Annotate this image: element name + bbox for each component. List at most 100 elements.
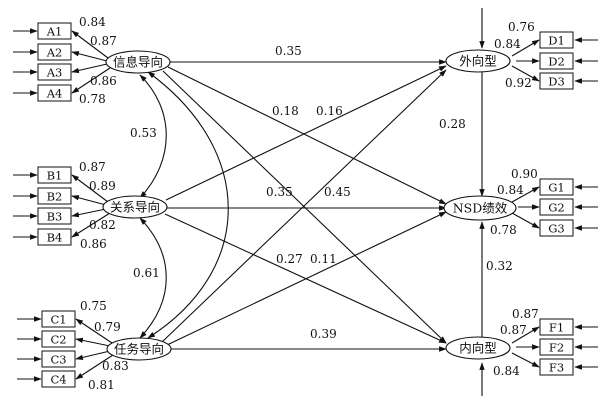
indicator-c2: C2 xyxy=(17,330,111,348)
path-internal-nsd-label: 0.32 xyxy=(486,259,513,273)
indicator-group-g: G1 G2 G3 xyxy=(511,178,598,237)
path-info-nsd-label: 0.18 xyxy=(272,104,299,118)
loading-c4: 0.81 xyxy=(88,378,115,392)
latent-info-label: 信息导向 xyxy=(113,55,163,70)
latent-internal-label: 内向型 xyxy=(459,341,497,356)
path-info-external-label: 0.35 xyxy=(275,44,302,58)
loading-b2: 0.89 xyxy=(89,179,116,193)
loading-d1: 0.76 xyxy=(508,20,535,34)
indicator-b2: B2 xyxy=(13,187,107,206)
loading-g1: 0.90 xyxy=(511,167,538,181)
indicator-d3: D3 xyxy=(511,65,598,90)
path-task-internal-label: 0.39 xyxy=(310,327,337,341)
latent-task-label: 任务导向 xyxy=(114,342,164,357)
loading-c3: 0.83 xyxy=(102,359,129,373)
indicator-g1-label: G1 xyxy=(548,181,565,195)
latent-nsd: NSD绩效 xyxy=(443,195,517,221)
loading-labels: 0.84 0.87 0.86 0.78 0.87 0.89 0.82 0.86 … xyxy=(79,15,539,392)
indicator-c3-label: C3 xyxy=(50,353,66,367)
indicator-d3-label: D3 xyxy=(548,75,565,89)
indicator-g3-label: G3 xyxy=(548,222,565,236)
indicator-group-f: F1 F2 F3 xyxy=(511,318,598,376)
latent-nsd-label: NSD绩效 xyxy=(453,201,508,216)
indicator-a1: A1 xyxy=(13,22,109,59)
indicator-group-b: B1 B2 B3 B4 xyxy=(13,166,111,246)
indicator-a3-label: A3 xyxy=(46,66,63,80)
loading-b4: 0.86 xyxy=(80,237,107,251)
indicator-a2: A2 xyxy=(13,43,108,62)
correlation-relation-task-label: 0.61 xyxy=(133,266,160,280)
indicator-c4-label: C4 xyxy=(50,373,66,387)
loading-b3: 0.82 xyxy=(89,218,116,232)
indicator-f1-label: F1 xyxy=(549,321,564,335)
loading-d2: 0.84 xyxy=(494,37,521,51)
loading-d3: 0.92 xyxy=(505,76,532,90)
indicator-b3: B3 xyxy=(13,207,107,225)
path-task-nsd-label: 0.11 xyxy=(310,252,337,266)
indicator-d2-label: D2 xyxy=(548,55,565,69)
loading-b1: 0.87 xyxy=(79,160,106,174)
indicator-a4-label: A4 xyxy=(46,87,63,101)
latent-external: 外向型 xyxy=(445,49,511,73)
indicator-d1: D1 xyxy=(511,31,598,57)
correlation-labels: 0.53 0.61 xyxy=(130,126,160,280)
indicator-b3-label: B3 xyxy=(47,210,63,224)
latent-relation-label: 关系导向 xyxy=(110,200,160,215)
loading-f3: 0.84 xyxy=(493,364,520,378)
path-info-nsd xyxy=(167,66,447,205)
path-relation-internal-label: 0.27 xyxy=(276,252,303,266)
path-task-external-label: 0.45 xyxy=(324,185,351,199)
indicator-a3: A3 xyxy=(13,63,108,81)
indicator-b2-label: B2 xyxy=(47,190,63,204)
latent-info: 信息导向 xyxy=(105,50,171,74)
indicator-g2: G2 xyxy=(518,198,598,216)
indicator-a1-label: A1 xyxy=(46,25,63,39)
indicator-c4: C4 xyxy=(17,354,114,388)
indicator-f2: F2 xyxy=(516,338,598,356)
indicator-b4: B4 xyxy=(13,212,111,246)
loading-f2: 0.87 xyxy=(500,323,527,337)
loading-a3: 0.86 xyxy=(90,74,117,88)
indicator-group-a: A1 A2 A3 A4 xyxy=(13,22,111,102)
loading-g2: 0.84 xyxy=(497,183,524,197)
indicator-f2-label: F2 xyxy=(549,341,564,355)
correlation-info-relation-label: 0.53 xyxy=(130,126,157,140)
correlation-curves xyxy=(139,71,229,339)
indicator-group-c: C1 C2 C3 C4 xyxy=(17,310,114,388)
loading-c1: 0.75 xyxy=(80,299,107,313)
indicator-b1-label: B1 xyxy=(47,169,63,183)
loading-g3: 0.78 xyxy=(490,223,517,237)
path-relation-external-label: 0.16 xyxy=(316,104,343,118)
indicator-c1-label: C1 xyxy=(50,313,66,327)
path-task-external xyxy=(161,69,447,343)
loading-a2: 0.87 xyxy=(90,34,117,48)
path-labels: 0.35 0.18 0.16 0.35 0.45 0.27 0.11 0.39 … xyxy=(266,44,513,341)
loading-c2: 0.79 xyxy=(94,320,121,334)
path-external-nsd-label: 0.28 xyxy=(439,117,466,131)
indicator-b1: B1 xyxy=(13,166,109,203)
path-task-nsd xyxy=(166,211,447,346)
latent-task: 任务导向 xyxy=(106,337,172,361)
indicator-d2: D2 xyxy=(516,52,598,70)
indicator-g2-label: G2 xyxy=(548,201,565,215)
indicator-c1: C1 xyxy=(17,310,113,344)
path-relation-external xyxy=(165,65,447,201)
indicator-c3: C3 xyxy=(17,350,111,368)
indicator-c2-label: C2 xyxy=(50,333,66,347)
latent-external-label: 外向型 xyxy=(459,54,497,69)
indicator-f3-label: F3 xyxy=(549,361,564,375)
indicator-group-d: D1 D2 D3 xyxy=(511,31,598,90)
latent-relation: 关系导向 xyxy=(102,195,168,219)
indicator-b4-label: B4 xyxy=(47,231,63,245)
indicator-g3: G3 xyxy=(511,212,598,237)
path-relation-nsd-label: 0.35 xyxy=(266,185,293,199)
indicator-d1-label: D1 xyxy=(548,34,565,48)
loading-a4: 0.78 xyxy=(79,92,106,106)
loading-a1: 0.84 xyxy=(79,15,106,29)
indicator-f1: F1 xyxy=(511,318,598,344)
correlation-info-task xyxy=(147,71,229,339)
indicator-a2-label: A2 xyxy=(46,46,63,60)
path-info-internal xyxy=(162,70,447,344)
latent-internal: 内向型 xyxy=(445,336,511,360)
